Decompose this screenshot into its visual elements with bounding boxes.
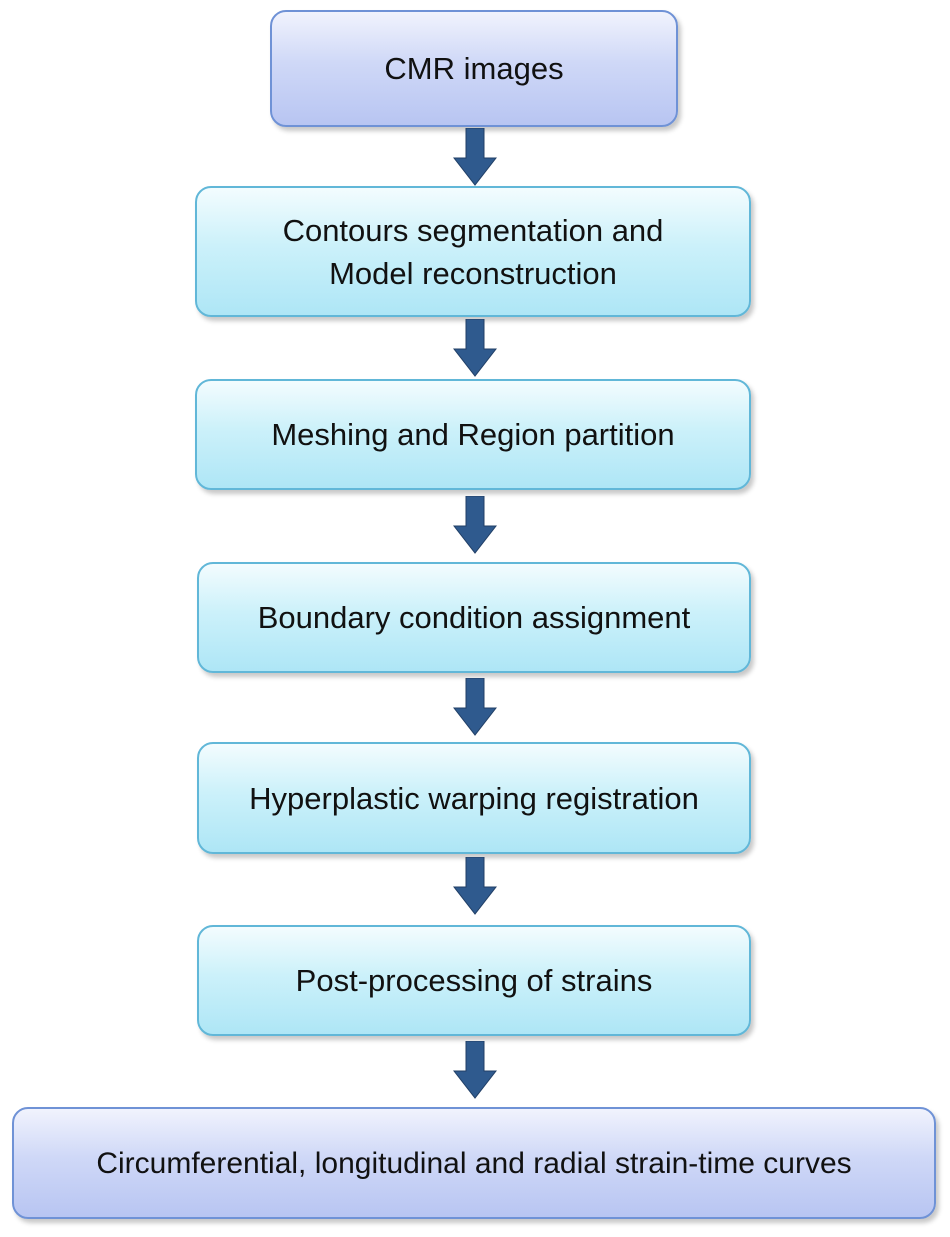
arrow-down-icon bbox=[453, 496, 497, 554]
arrow-down-icon bbox=[453, 857, 497, 915]
step-post-processing: Post-processing of strains bbox=[197, 925, 751, 1036]
step-cmr-images: CMR images bbox=[270, 10, 678, 127]
arrow-down-icon bbox=[453, 319, 497, 377]
step-meshing-region-partition: Meshing and Region partition bbox=[195, 379, 751, 490]
step-label: CMR images bbox=[384, 51, 564, 86]
arrow-down-icon bbox=[453, 128, 497, 186]
step-label: Post-processing of strains bbox=[295, 963, 653, 998]
step-label: Boundary condition assignment bbox=[257, 600, 691, 635]
step-strain-time-curves: Circumferential, longitudinal and radial… bbox=[12, 1107, 936, 1219]
step-label: Hyperplastic warping registration bbox=[249, 780, 699, 816]
step-label: Circumferential, longitudinal and radial… bbox=[96, 1146, 852, 1180]
arrow-down-icon bbox=[453, 1041, 497, 1099]
step-label: Meshing and Region partition bbox=[271, 417, 675, 452]
step-hyperplastic-warping: Hyperplastic warping registration bbox=[197, 742, 751, 854]
arrow-down-icon bbox=[453, 678, 497, 736]
step-contours-segmentation: Contours segmentation and Model reconstr… bbox=[195, 186, 751, 317]
step-label-line-1: Contours segmentation and bbox=[282, 212, 664, 248]
step-boundary-condition: Boundary condition assignment bbox=[197, 562, 751, 673]
step-label-line-2: Model reconstruction bbox=[329, 255, 617, 291]
